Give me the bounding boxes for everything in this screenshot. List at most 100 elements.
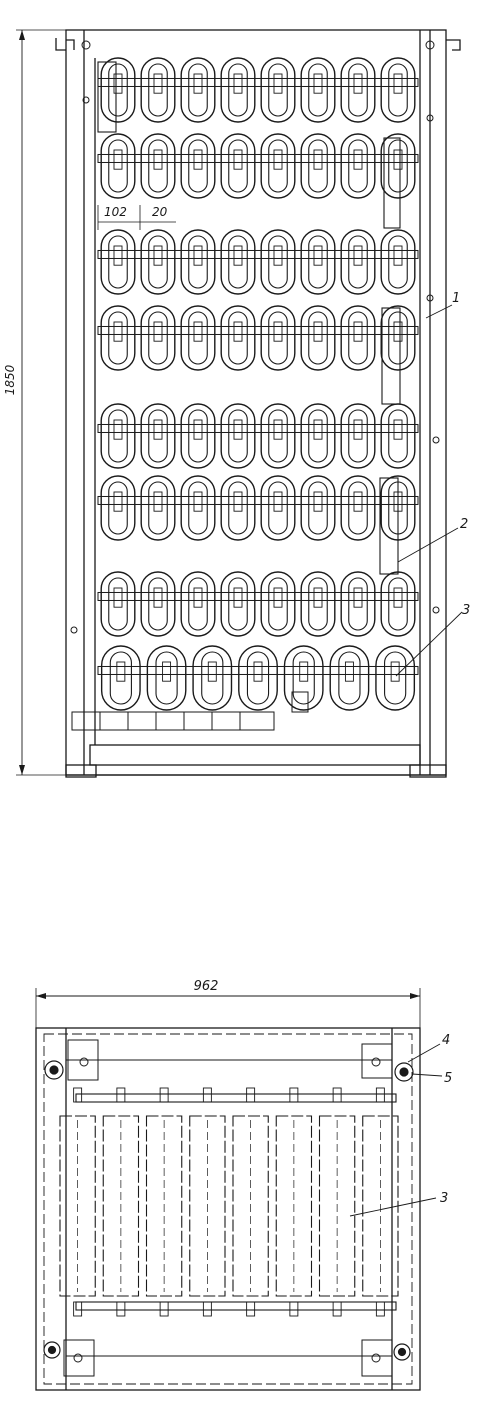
coil-loop-outer: [300, 475, 336, 541]
coil-loop-outer: [220, 305, 256, 371]
coil-loop-inner: [348, 63, 368, 117]
coil-loop-outer: [140, 475, 176, 541]
coil-clamp: [153, 149, 163, 170]
coil-loop-outer: [300, 57, 336, 123]
coil-loop-outer: [238, 645, 278, 711]
coil-loop-inner: [148, 481, 168, 535]
terminal-plates: [71, 691, 309, 731]
gap-dimension-label: 20: [152, 205, 168, 219]
coil-loop-inner: [108, 235, 128, 289]
coil-loop-outer: [192, 645, 233, 711]
coil-clamp: [273, 245, 283, 266]
callout-2: 2: [460, 517, 468, 532]
coil-loop-outer: [283, 645, 324, 711]
coil-clamp: [193, 149, 203, 170]
coil-loop-outer: [260, 305, 296, 371]
coil-loop-inner: [201, 651, 224, 705]
coil-loop-outer: [220, 57, 256, 123]
coil-loop-outer: [140, 57, 176, 123]
coil-clamp: [153, 419, 163, 440]
plate-clip-bottom: [246, 1301, 256, 1317]
resistor-plate: [275, 1087, 313, 1317]
coil-clamp: [233, 419, 243, 440]
coil-loop-outer: [220, 229, 256, 295]
coil-loop-outer: [180, 475, 216, 541]
coil-clamp: [393, 321, 403, 342]
coil-clamp: [273, 149, 283, 170]
coil-loop-outer: [380, 403, 416, 469]
coil-loop-outer: [146, 645, 187, 711]
plate-clip-bottom: [159, 1301, 169, 1317]
coil-loop-outer: [100, 571, 136, 637]
coil-clamp: [393, 587, 403, 608]
row-busbar: [97, 591, 419, 601]
coil-loop-outer: [260, 403, 296, 469]
coil-loop-inner: [308, 577, 328, 631]
top-callouts: 4 5 3: [349, 1033, 452, 1217]
plate-clip-top: [159, 1087, 169, 1103]
coil-clamp: [313, 587, 323, 608]
coil-loop-outer: [340, 305, 376, 371]
coil-loop-inner: [388, 409, 408, 463]
resistor-plate: [232, 1087, 269, 1317]
coil-clamp: [273, 321, 283, 342]
coil-loop-outer: [300, 133, 336, 199]
coil-clamp: [313, 321, 323, 342]
coil-loop-inner: [188, 311, 208, 365]
coil-clamp: [193, 321, 203, 342]
coil-loop-inner: [108, 311, 128, 365]
row-busbar: [97, 325, 419, 335]
coil-loop-outer: [340, 133, 376, 199]
coil-loop-inner: [188, 63, 208, 117]
coil-loop-inner: [188, 409, 208, 463]
coil-loop-inner: [228, 311, 248, 365]
coil-loop-outer: [380, 229, 416, 295]
coil-loop-outer: [380, 133, 416, 199]
coil-clamp: [313, 245, 323, 266]
plate-outline: [318, 1115, 356, 1297]
plate-clip-top: [375, 1087, 385, 1103]
coil-loop-outer: [220, 475, 256, 541]
coil-loop-inner: [109, 651, 132, 705]
coil-loop-outer: [340, 403, 376, 469]
plate-outline: [189, 1115, 226, 1297]
top-frame: [35, 1027, 421, 1391]
coil-loop-inner: [388, 311, 408, 365]
coil-loop-inner: [246, 651, 270, 705]
coil-loop-inner: [308, 409, 328, 463]
coil-row: [97, 403, 419, 469]
coil-loop-outer: [260, 133, 296, 199]
coil-loop-inner: [268, 409, 288, 463]
resistor-plates: [59, 1087, 399, 1317]
coil-loop-inner: [308, 63, 328, 117]
coil-loop-inner: [155, 651, 178, 705]
row-busbar: [97, 665, 419, 675]
coil-loop-inner: [308, 139, 328, 193]
coil-clamp: [353, 587, 363, 608]
coil-clamp: [233, 73, 243, 94]
row-busbar: [97, 249, 419, 259]
coil-row: [97, 229, 419, 295]
coil-loop-inner: [108, 63, 128, 117]
coil-loop-inner: [268, 139, 288, 193]
coil-clamp: [113, 491, 123, 512]
row-busbar: [97, 153, 419, 163]
coil-loop-outer: [300, 305, 336, 371]
coil-clamp: [353, 321, 363, 342]
resistor-plate: [318, 1087, 356, 1317]
coil-loop-outer: [380, 305, 416, 371]
plate-clip-top: [246, 1087, 256, 1103]
coil-loop-inner: [148, 139, 168, 193]
coil-loop-outer: [140, 229, 176, 295]
coil-loop-inner: [292, 651, 315, 705]
coil-loop-outer: [375, 645, 416, 711]
coil-clamp: [273, 491, 283, 512]
plate-outline: [145, 1115, 183, 1297]
coil-loop-outer: [140, 305, 176, 371]
row-busbar: [97, 495, 419, 505]
coil-clamp: [253, 661, 263, 682]
coil-clamp: [393, 73, 403, 94]
coil-loop-outer: [340, 229, 376, 295]
coil-loop-outer: [220, 571, 256, 637]
